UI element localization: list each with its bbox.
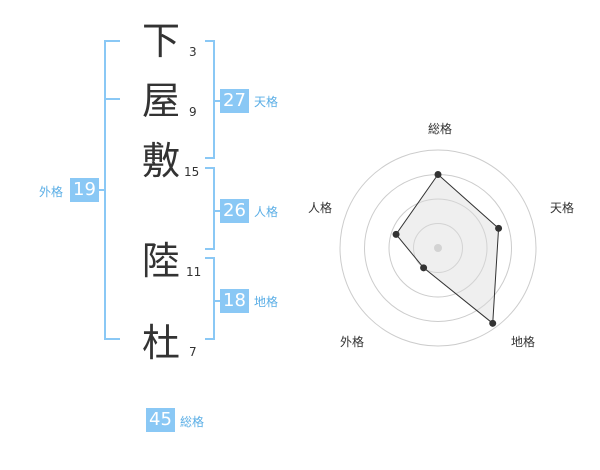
chikaku-label: 地格: [254, 295, 279, 309]
radar-axis-label-gaikaku: 外格: [340, 335, 365, 349]
radar-axis-label-soukaku: 総格: [428, 122, 453, 136]
name-char-4: 陸: [142, 239, 181, 283]
name-char-2: 屋: [142, 79, 181, 123]
stroke-count-3: 15: [184, 165, 200, 179]
gaikaku-badge: 19: [70, 178, 99, 202]
radar-ring: [413, 223, 463, 273]
soukaku-label: 総格: [180, 415, 205, 429]
radar-axis-label-jinkaku: 人格: [308, 201, 333, 215]
radar-ring: [339, 149, 537, 347]
soukaku-badge: 45: [146, 408, 175, 432]
radar-point-2: [489, 319, 497, 327]
jinkaku-label: 人格: [254, 205, 279, 219]
radar-ring: [388, 198, 488, 298]
radar-point-3: [420, 264, 428, 272]
jinkaku-badge: 26: [220, 199, 249, 223]
stroke-count-5: 7: [189, 345, 197, 359]
radar-axis-label-chikaku: 地格: [511, 335, 536, 349]
radar-point-0: [434, 171, 442, 178]
stroke-count-4: 11: [186, 265, 202, 279]
chikaku-bracket: [205, 257, 215, 340]
gaikaku-label: 外格: [39, 185, 64, 199]
jinkaku-bracket: [205, 167, 215, 250]
radar-value-polygon: [395, 173, 500, 325]
radar-axis-label-tenkaku: 天格: [550, 201, 575, 215]
stroke-count-2: 9: [189, 105, 197, 119]
name-char-5: 杜: [142, 321, 181, 365]
tenkaku-label: 天格: [254, 95, 279, 109]
name-char-3: 敷: [142, 139, 181, 183]
tenkaku-bracket: [205, 40, 215, 159]
tenkaku-badge: 27: [220, 89, 249, 113]
stroke-count-1: 3: [189, 45, 197, 59]
chikaku-badge: 18: [220, 289, 249, 313]
radar-point-1: [495, 224, 503, 232]
radar-center: [434, 244, 442, 252]
radar-point-4: [392, 230, 400, 238]
name-char-1: 下: [142, 19, 181, 63]
